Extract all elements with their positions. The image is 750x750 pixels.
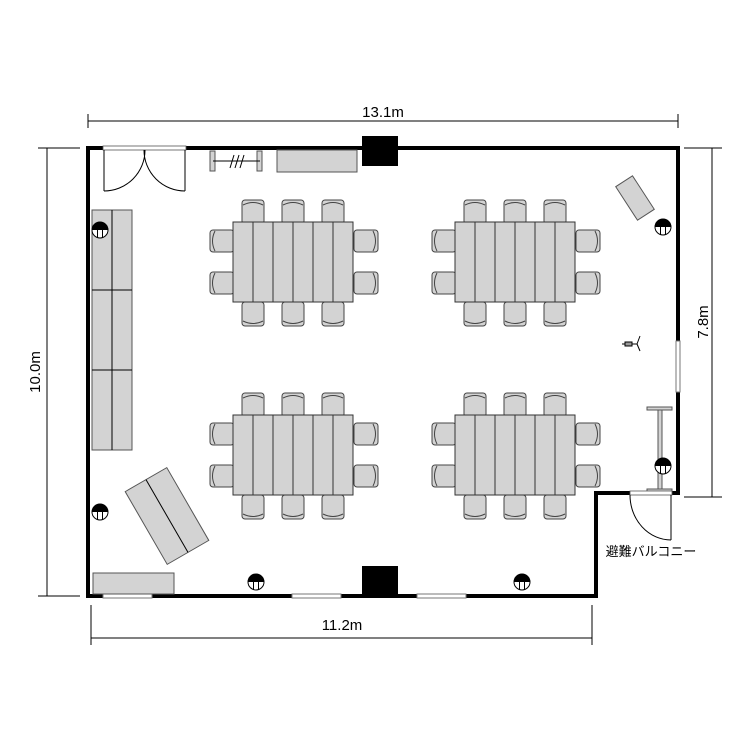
table (494, 414, 516, 496)
projector-icon (622, 335, 641, 352)
chair (575, 464, 601, 488)
pillar-top (362, 136, 398, 166)
chair (575, 271, 601, 295)
chair (321, 301, 345, 327)
table-groups (209, 199, 601, 520)
sofa-left (91, 209, 133, 451)
table (232, 414, 254, 496)
table (232, 221, 254, 303)
chair (241, 199, 265, 225)
chair (463, 199, 487, 225)
dimension-top: 13.1m (87, 104, 679, 128)
chair (463, 301, 487, 327)
table (454, 221, 476, 303)
dimension-left-label: 10.0m (27, 351, 44, 393)
chair (543, 199, 567, 225)
chair (463, 392, 487, 418)
table-group (431, 392, 601, 520)
outlet-icon (654, 457, 672, 475)
chair (503, 199, 527, 225)
outlet-icon (513, 573, 531, 591)
screen-stand (646, 406, 673, 493)
chair (281, 494, 305, 520)
table (534, 414, 556, 496)
dimension-right-label: 7.8m (695, 305, 712, 338)
table (272, 221, 294, 303)
balcony-label: 避難バルコニー (606, 544, 697, 559)
outlet-icon (247, 573, 265, 591)
chair (353, 229, 379, 253)
sofa-tilted (124, 466, 210, 566)
hanger-rack (209, 150, 263, 172)
balcony-door[interactable] (629, 490, 673, 541)
table (454, 414, 476, 496)
table (474, 414, 496, 496)
podium-tilted (615, 175, 655, 221)
chair (241, 494, 265, 520)
chair (281, 199, 305, 225)
chair (431, 464, 457, 488)
chair (281, 392, 305, 418)
chair (353, 464, 379, 488)
dimension-bottom: 11.2m (90, 605, 593, 645)
table (252, 221, 274, 303)
chair (503, 301, 527, 327)
chair (431, 229, 457, 253)
chair (543, 392, 567, 418)
table (292, 221, 314, 303)
outlet-icon (654, 218, 672, 236)
cabinet-bottom-left (92, 572, 175, 595)
chair (321, 494, 345, 520)
pillar-bottom (362, 566, 398, 596)
dimension-bottom-label: 11.2m (322, 617, 363, 634)
table (272, 414, 294, 496)
chair (575, 422, 601, 446)
chair (209, 464, 235, 488)
table (514, 221, 536, 303)
dimension-left: 10.0m (27, 147, 80, 597)
chair (503, 392, 527, 418)
room-walls (86, 146, 680, 598)
chair (281, 301, 305, 327)
table (554, 414, 576, 496)
table (312, 414, 334, 496)
table (252, 414, 274, 496)
chair (431, 271, 457, 295)
chair (503, 494, 527, 520)
chair (543, 301, 567, 327)
outlet-icon (91, 503, 109, 521)
chair (209, 271, 235, 295)
table (332, 221, 354, 303)
outlets (91, 218, 672, 591)
table (292, 414, 314, 496)
chair (353, 422, 379, 446)
cabinet-top (276, 149, 358, 173)
table (474, 221, 496, 303)
table (332, 414, 354, 496)
chair (353, 271, 379, 295)
table (494, 221, 516, 303)
chair (209, 229, 235, 253)
table-group (209, 199, 379, 327)
chair (543, 494, 567, 520)
dimension-right: 7.8m (684, 147, 722, 498)
table-group (209, 392, 379, 520)
chair (241, 301, 265, 327)
chair (575, 229, 601, 253)
outlet-icon (91, 221, 109, 239)
chair (321, 392, 345, 418)
chair (209, 422, 235, 446)
chair (463, 494, 487, 520)
table-group (431, 199, 601, 327)
windows (102, 340, 681, 599)
table (514, 414, 536, 496)
table (312, 221, 334, 303)
dimension-top-label: 13.1m (362, 104, 404, 121)
table (534, 221, 556, 303)
chair (431, 422, 457, 446)
chair (321, 199, 345, 225)
table (554, 221, 576, 303)
chair (241, 392, 265, 418)
entrance-double-door[interactable] (102, 145, 187, 192)
